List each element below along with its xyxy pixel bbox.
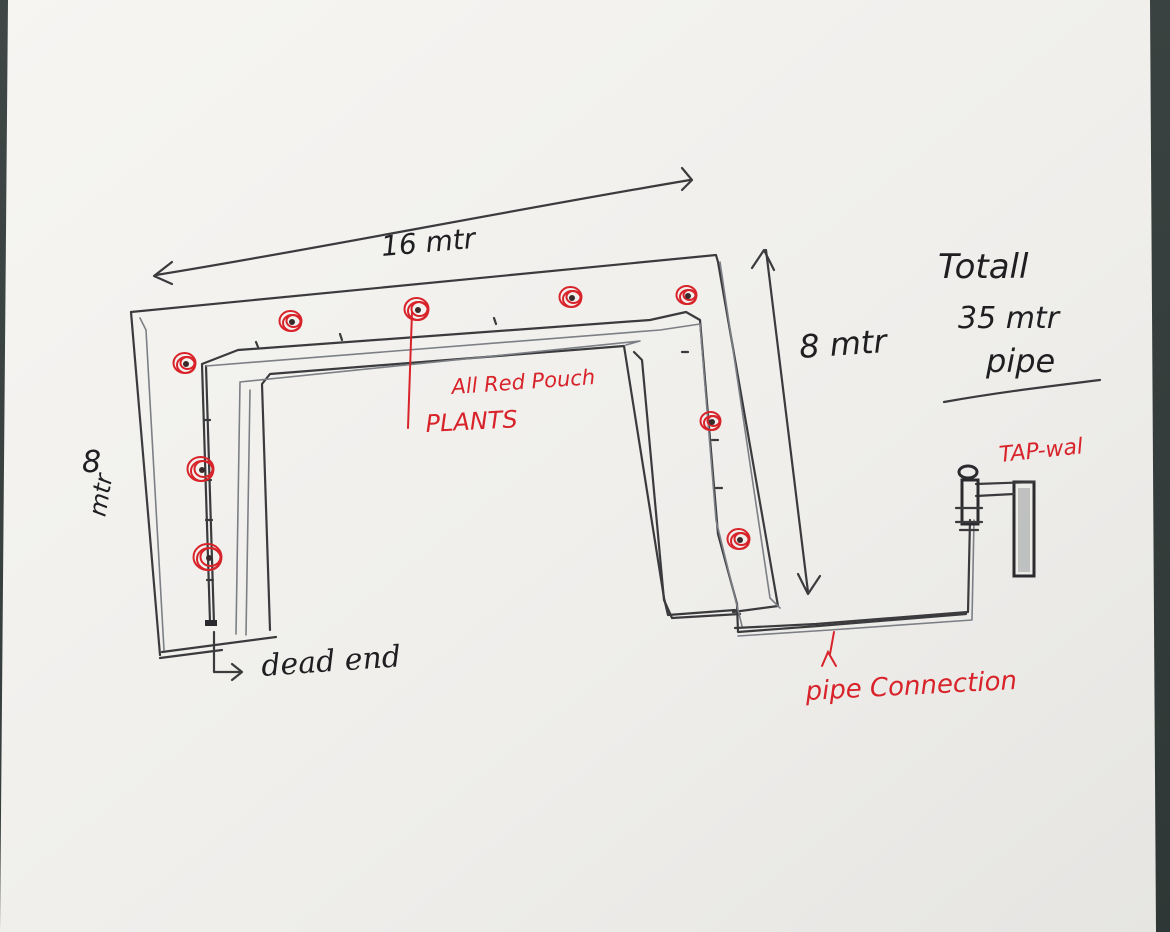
plant-marker bbox=[172, 352, 197, 374]
label-total-title: Totall bbox=[938, 247, 1029, 287]
plant-marker bbox=[192, 543, 223, 571]
plant-marker bbox=[403, 297, 430, 321]
plant-marker bbox=[278, 310, 303, 332]
plant-marker bbox=[699, 411, 722, 431]
label-total-length: 35 mtr bbox=[958, 301, 1061, 336]
pipe-end-cap bbox=[205, 620, 217, 626]
total-underline bbox=[942, 378, 1102, 404]
plants-pointer bbox=[407, 311, 413, 429]
dimension-arrow-top bbox=[152, 166, 694, 286]
plant-marker bbox=[675, 285, 698, 305]
plant-marker bbox=[186, 456, 215, 482]
tap-wall-icon bbox=[954, 464, 1036, 578]
label-right-length: 8 mtr bbox=[798, 322, 890, 366]
plant-markers bbox=[172, 285, 751, 571]
label-total-pipe: pipe bbox=[985, 342, 1055, 380]
label-plants-line2: PLANTS bbox=[425, 405, 518, 438]
connection-pipe bbox=[733, 518, 975, 637]
dimension-arrow-right bbox=[750, 248, 822, 596]
planter-bed-outline bbox=[129, 253, 781, 660]
plant-marker bbox=[726, 528, 751, 550]
plant-marker bbox=[558, 286, 583, 308]
pipe-connection-pointer bbox=[821, 631, 837, 667]
dead-end-arrow bbox=[212, 630, 244, 682]
label-left-length-number: 8 bbox=[82, 445, 101, 480]
